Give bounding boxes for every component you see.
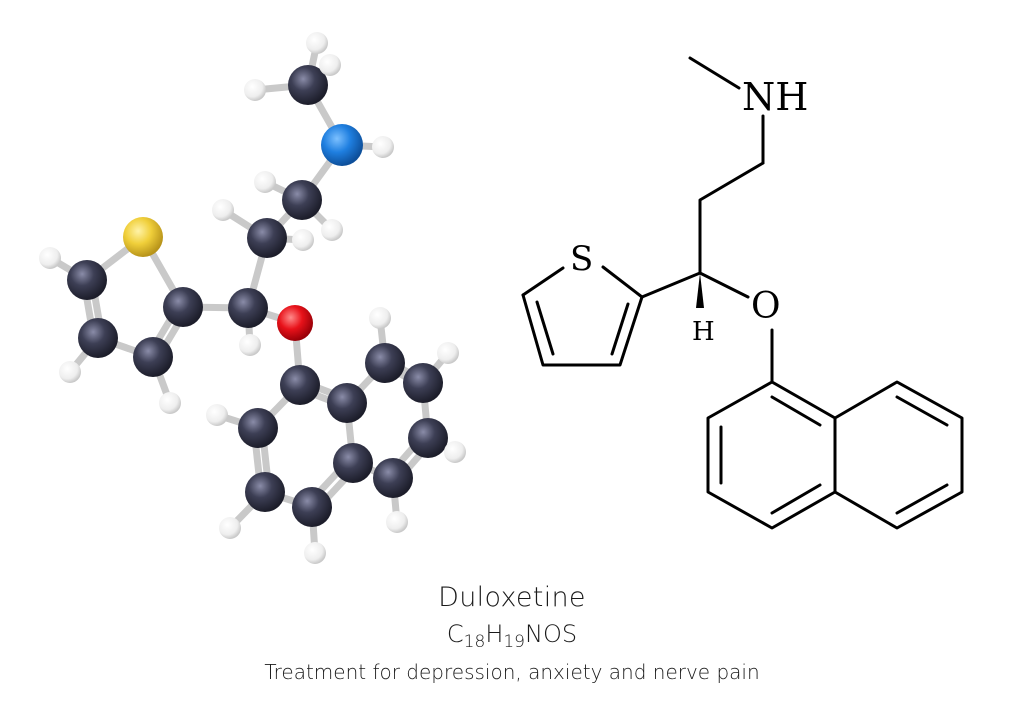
h-atom [212, 199, 234, 221]
c-atom [133, 337, 173, 377]
sulfur-label: S [570, 239, 593, 279]
atoms [39, 32, 466, 564]
h-atom [319, 54, 341, 76]
h-atom [244, 79, 266, 101]
o-atom [277, 305, 313, 341]
h-atom [206, 404, 228, 426]
skeletal-formula [521, 56, 964, 530]
h-atom [437, 342, 459, 364]
c-atom [327, 383, 367, 423]
c-atom [282, 180, 322, 220]
c-atom [280, 365, 320, 405]
c-atom [163, 287, 203, 327]
molecular-formula: C18H19NOS [446, 620, 578, 652]
h-atom [239, 334, 261, 356]
c-atom [67, 260, 107, 300]
h-atom [59, 361, 81, 383]
h-atom [321, 219, 343, 241]
h-atom [306, 32, 328, 54]
h-atom [254, 171, 276, 193]
h-atom [369, 307, 391, 329]
c-atom [373, 458, 413, 498]
c-atom [333, 443, 373, 483]
n-atom [321, 124, 363, 166]
h-atom [304, 542, 326, 564]
h-atom [372, 136, 394, 158]
s-atom [123, 217, 163, 257]
c-atom [228, 288, 268, 328]
c-atom [292, 487, 332, 527]
c-atom [365, 343, 405, 383]
h-atom [386, 511, 408, 533]
c-atom [238, 408, 278, 448]
molecule-name: Duloxetine [438, 582, 586, 613]
hydrogen-label: H [692, 317, 715, 347]
h-atom [444, 441, 466, 463]
c-atom [288, 65, 328, 105]
h-atom [39, 247, 61, 269]
oxygen-label: O [751, 286, 781, 327]
c-atom [78, 318, 118, 358]
molecule-description: Treatment for depression, anxiety and ne… [264, 660, 760, 684]
c-atom [408, 418, 448, 458]
nh-label: NH [742, 75, 808, 119]
h-atom [159, 392, 181, 414]
h-atom [292, 229, 314, 251]
c-atom [247, 218, 287, 258]
c-atom [245, 472, 285, 512]
h-atom [219, 517, 241, 539]
ball-and-stick-model [39, 32, 466, 564]
c-atom [403, 363, 443, 403]
